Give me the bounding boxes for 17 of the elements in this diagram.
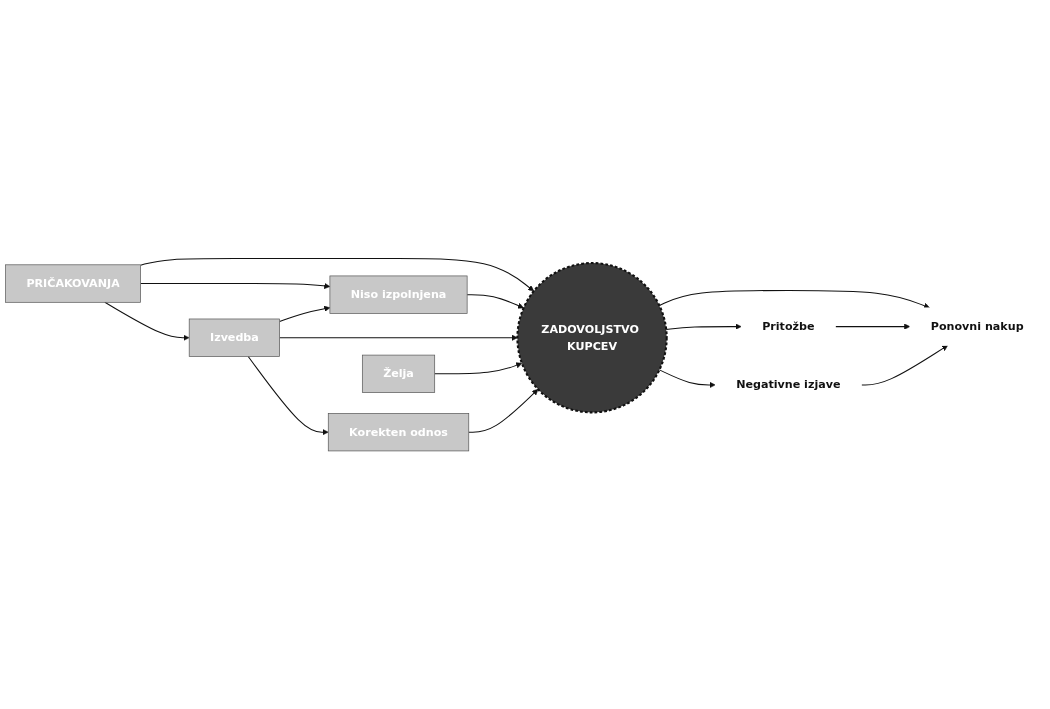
arrow bbox=[140, 282, 331, 289]
arrow bbox=[434, 362, 523, 375]
arrow bbox=[247, 355, 329, 435]
node-text: Pritožbe bbox=[762, 319, 815, 333]
arrow bbox=[658, 369, 716, 388]
arrow bbox=[834, 323, 911, 330]
arrow bbox=[279, 305, 331, 322]
node-circle: ZADOVOLJSTVO KUPCEV bbox=[516, 261, 668, 414]
arrow bbox=[658, 289, 930, 309]
arrow bbox=[279, 334, 518, 341]
arrow bbox=[466, 293, 524, 309]
arrow bbox=[104, 301, 190, 341]
arrow bbox=[140, 257, 534, 292]
arrow bbox=[860, 344, 949, 386]
node-text: Ponovni nakup bbox=[930, 319, 1024, 333]
node-text: Negativne izjave bbox=[736, 377, 841, 391]
arrow bbox=[468, 388, 539, 433]
